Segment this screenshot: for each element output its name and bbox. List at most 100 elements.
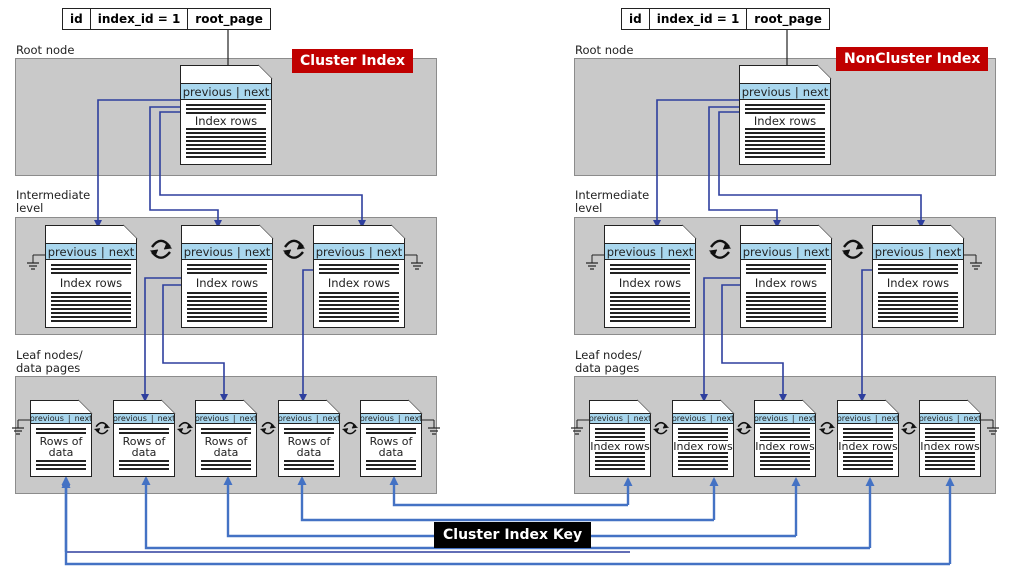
previous-label: previous bbox=[315, 244, 365, 259]
leaf-swap-4-bottom-head bbox=[900, 428, 908, 433]
prev-next-header: previous|next bbox=[740, 83, 830, 100]
next-label: next bbox=[74, 414, 93, 423]
prev-next-header: previous|next bbox=[755, 413, 815, 424]
leaf-swap-4-bottom-head bbox=[341, 428, 349, 433]
page-content-text: Index rows bbox=[740, 114, 830, 128]
row-lines bbox=[51, 264, 131, 324]
leaf-swap-3-bottom-head bbox=[818, 428, 826, 433]
next-label: next bbox=[803, 244, 830, 259]
page-content-text: Index rows bbox=[673, 440, 733, 453]
prev-next-header: previous|next bbox=[114, 413, 174, 424]
noncluster-index-badge: NonCluster Index bbox=[836, 47, 989, 71]
intermediate-swap-2-top-arc bbox=[843, 239, 863, 248]
intermediate-swap-1-bottom-arc bbox=[151, 251, 171, 259]
pointer-int-to-leaf-1 bbox=[141, 277, 181, 402]
previous-label: previous bbox=[588, 414, 623, 423]
leaf-swap-4-top-head bbox=[351, 424, 359, 429]
intermediate-swap-1-top-arc bbox=[710, 239, 730, 248]
page-content-text: Index rows bbox=[755, 440, 815, 453]
previous-label: previous bbox=[918, 414, 953, 423]
page-content-text: Index rows bbox=[605, 276, 695, 290]
next-label: next bbox=[716, 414, 735, 423]
separator: | bbox=[236, 244, 241, 259]
next-label: next bbox=[963, 414, 982, 423]
previous-label: previous bbox=[182, 84, 232, 99]
pointer-int-to-leaf-3 bbox=[299, 269, 313, 402]
leaf-swap-1-bottom-head bbox=[93, 428, 101, 433]
leaf-swap-2-top-head bbox=[186, 424, 194, 429]
previous-label: previous bbox=[606, 244, 656, 259]
prev-next-header: previous|next bbox=[31, 413, 91, 424]
previous-label: previous bbox=[47, 244, 97, 259]
leaf-nodes-label: Leaf nodes/ data pages bbox=[575, 348, 642, 375]
root-header-table: id index_id = 1 root_page bbox=[621, 8, 830, 30]
intermediate-swap-1-top-head bbox=[722, 243, 732, 250]
previous-label: previous bbox=[29, 414, 64, 423]
next-label: next bbox=[802, 84, 829, 99]
prev-next-header: previous|next bbox=[873, 243, 963, 260]
row-lines bbox=[186, 104, 266, 160]
cluster-index-key-label: Cluster Index Key bbox=[434, 522, 592, 548]
prev-next-header: previous|next bbox=[590, 413, 650, 424]
separator: | bbox=[100, 244, 105, 259]
pointer-root-to-int-2 bbox=[149, 106, 222, 228]
key-link-3 bbox=[223, 476, 796, 538]
leaf-swap-2-bottom-head bbox=[176, 428, 184, 433]
prev-next-header: previous|next bbox=[182, 243, 272, 260]
previous-label: previous bbox=[359, 414, 394, 423]
root-header-table: id index_id = 1 root_page bbox=[62, 8, 271, 30]
separator: | bbox=[791, 414, 795, 423]
pointer-int-to-leaf-1 bbox=[700, 277, 740, 402]
pointer-root-to-int-3 bbox=[718, 111, 925, 228]
leaf-swap-1-bottom-head bbox=[652, 428, 660, 433]
prev-next-header: previous|next bbox=[279, 413, 339, 424]
leaf-nodes-label: Leaf nodes/ data pages bbox=[16, 348, 83, 375]
key-link-outer bbox=[61, 476, 950, 566]
separator: | bbox=[67, 414, 71, 423]
page-content-text: Index rows bbox=[920, 440, 980, 453]
leaf-swap-1-top-head bbox=[662, 424, 670, 429]
header-root-page-cell: root_page bbox=[754, 12, 822, 26]
row-lines bbox=[746, 264, 826, 324]
cluster-index-badge: Cluster Index bbox=[292, 49, 414, 73]
previous-label: previous bbox=[874, 244, 924, 259]
next-label: next bbox=[239, 414, 258, 423]
header-index-id-cell: index_id = 1 bbox=[650, 9, 748, 29]
page-content-text: Index rows bbox=[182, 276, 272, 290]
separator: | bbox=[927, 244, 932, 259]
next-label: next bbox=[935, 244, 962, 259]
next-label: next bbox=[404, 414, 423, 423]
separator: | bbox=[794, 84, 799, 99]
row-lines bbox=[187, 264, 267, 324]
next-label: next bbox=[322, 414, 341, 423]
next-label: next bbox=[798, 414, 817, 423]
pointer-root-to-int-1 bbox=[94, 99, 180, 228]
next-label: next bbox=[244, 244, 271, 259]
separator: | bbox=[315, 414, 319, 423]
page-content-text: Rows of data bbox=[31, 436, 91, 458]
root-node-label: Root node bbox=[575, 43, 634, 57]
prev-next-header: previous|next bbox=[46, 243, 136, 260]
page-content-text: Rows of data bbox=[114, 436, 174, 458]
next-label: next bbox=[157, 414, 176, 423]
previous-label: previous bbox=[277, 414, 312, 423]
intermediate-swap-2-bottom-arc bbox=[843, 251, 863, 259]
page-content-text: Index rows bbox=[590, 440, 650, 453]
pointer-int-to-leaf-3 bbox=[858, 269, 872, 402]
previous-label: previous bbox=[194, 414, 229, 423]
leaf-swap-3-top-head bbox=[269, 424, 277, 429]
